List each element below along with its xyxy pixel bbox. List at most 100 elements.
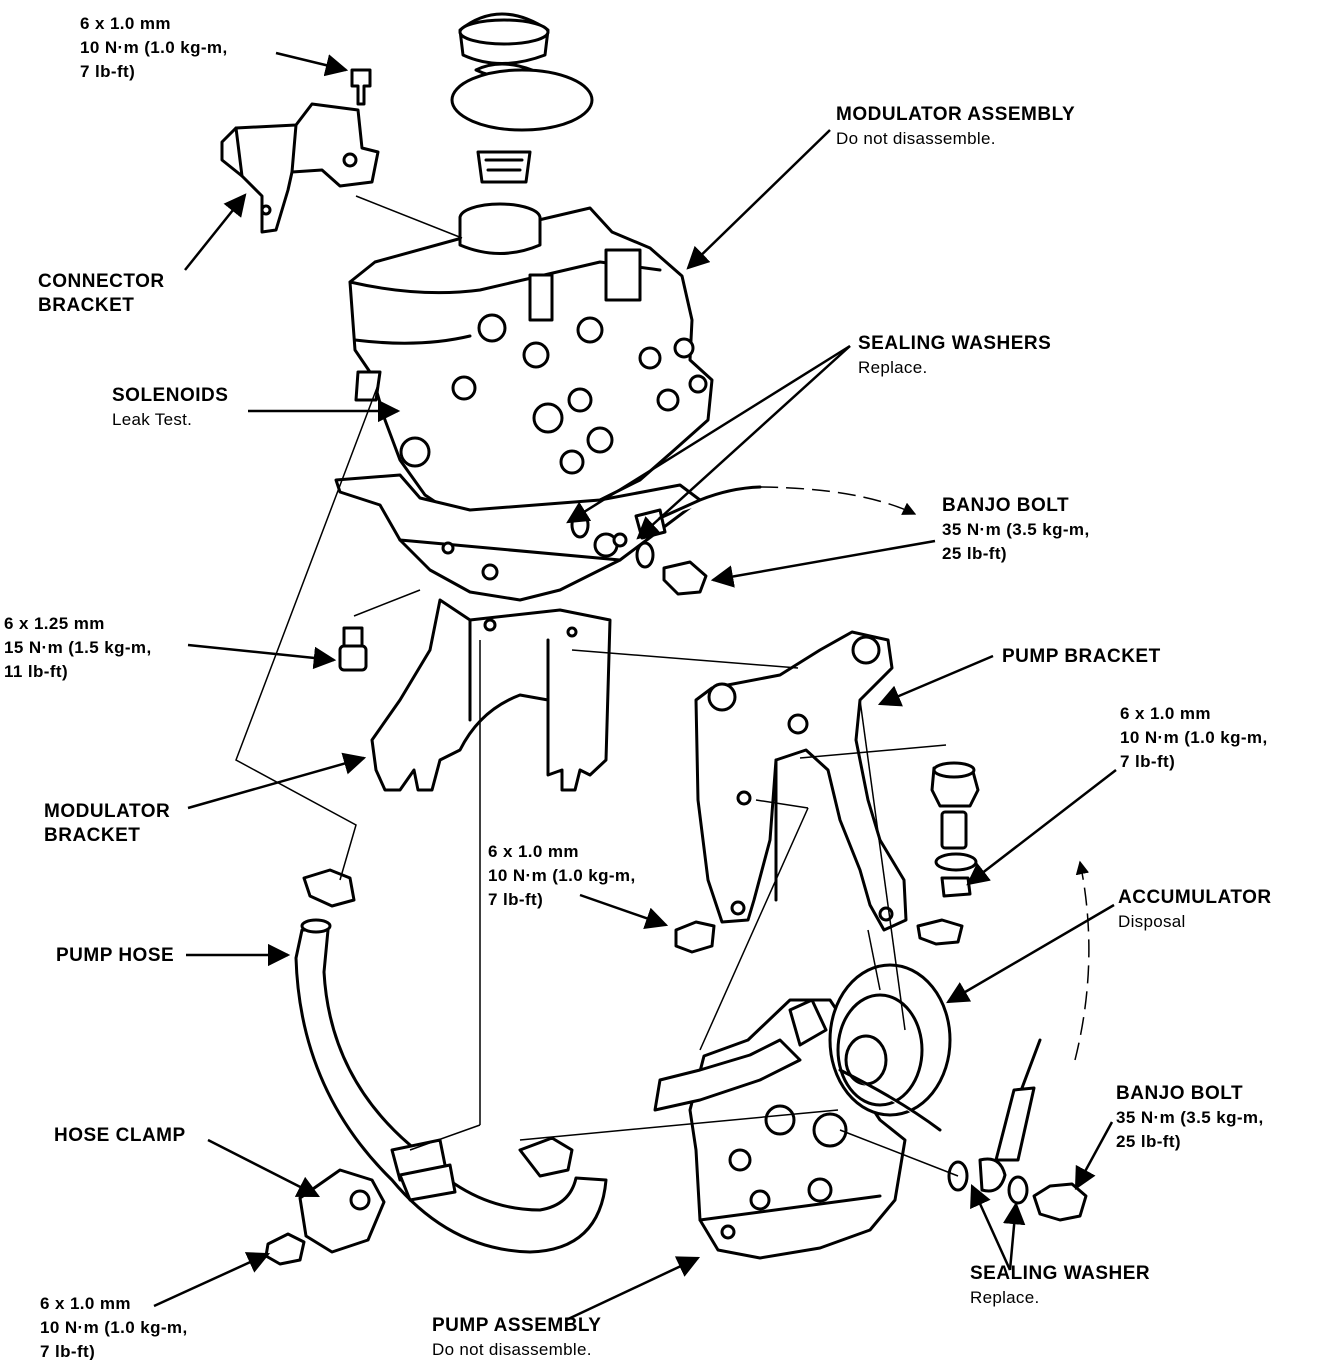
guide-line (755, 799, 809, 809)
callout-line: MODULATOR ASSEMBLY (836, 104, 1076, 125)
callout-line: MODULATOR (44, 801, 171, 822)
guide-line (699, 807, 809, 1051)
guide-line (355, 195, 463, 239)
reservoir-cap (450, 12, 594, 184)
callout-line: PUMP BRACKET (1002, 646, 1161, 667)
callout-line: 6 x 1.0 mm (1120, 704, 1211, 723)
pump-bracket (694, 630, 908, 932)
callout-sealing-washers: SEALING WASHERS Replace. (858, 332, 1051, 380)
callout-line: 6 x 1.25 mm (4, 614, 105, 633)
callout-line: SOLENOIDS (112, 385, 229, 406)
callout-line: 35 N·m (3.5 kg-m, (942, 520, 1090, 539)
modulator-assembly (334, 202, 714, 602)
callout-banjo-bolt-lower: BANJO BOLT 35 N·m (3.5 kg-m, 25 lb-ft) (1116, 1082, 1264, 1154)
guide-line (353, 589, 421, 617)
callout-pump-assembly: PUMP ASSEMBLY Do not disassemble. (432, 1314, 601, 1360)
guide-line (409, 1124, 481, 1151)
callout-solenoids: SOLENOIDS Leak Test. (112, 384, 228, 432)
callout-line: SEALING WASHER (970, 1263, 1151, 1284)
leader-arrow (579, 893, 669, 929)
leader-arrow (1002, 1201, 1026, 1271)
callout-line: SEALING WASHERS (858, 333, 1052, 354)
leader-arrow (710, 539, 936, 588)
hose-clamps (264, 1136, 574, 1266)
callout-line: Replace. (858, 358, 928, 377)
callout-connector-bracket: CONNECTOR BRACKET (38, 270, 165, 318)
leader-arrow (565, 1256, 701, 1322)
callout-line: 10 N·m (1.0 kg-m, (488, 866, 636, 885)
connector-bracket (220, 68, 380, 234)
leader-arrow (946, 903, 1115, 1004)
callout-line: Do not disassemble. (432, 1340, 592, 1359)
callout-accumulator: ACCUMULATOR Disposal (1118, 886, 1272, 934)
callout-line: 7 lb-ft) (40, 1342, 96, 1360)
leader-arrow (153, 1252, 271, 1308)
leader-arrow (686, 129, 831, 270)
leader-arrow (275, 51, 349, 77)
callout-line: 7 lb-ft) (80, 62, 136, 81)
callout-line: BANJO BOLT (1116, 1083, 1244, 1104)
callout-line: ACCUMULATOR (1118, 887, 1272, 908)
callout-line: 6 x 1.0 mm (80, 14, 171, 33)
callout-line: PUMP ASSEMBLY (432, 1315, 602, 1336)
pump-hose (294, 868, 608, 1254)
guide-line (799, 744, 947, 759)
callout-line: Disposal (1118, 912, 1186, 931)
leader-arrow (966, 769, 1117, 886)
callout-sealing-washer: SEALING WASHER Replace. (970, 1262, 1150, 1310)
callout-pump-bracket-bolt-spec: 6 x 1.0 mm 10 N·m (1.0 kg-m, 7 lb-ft) (1120, 702, 1268, 774)
callout-line: 10 N·m (1.0 kg-m, (1120, 728, 1268, 747)
leader-arrow (187, 643, 337, 670)
callout-line: 35 N·m (3.5 kg-m, (1116, 1108, 1264, 1127)
pump-bracket-hardware (916, 761, 980, 946)
callout-line: BRACKET (44, 825, 141, 846)
callout-line: 10 N·m (1.0 kg-m, (40, 1318, 188, 1337)
callout-line: 15 N·m (1.5 kg-m, (4, 638, 152, 657)
pump-assembly (653, 963, 952, 1260)
callout-line: 6 x 1.0 mm (40, 1294, 131, 1313)
callout-line: 7 lb-ft) (488, 890, 544, 909)
dashed-removal-path (759, 486, 917, 515)
callout-line: HOSE CLAMP (54, 1125, 186, 1146)
guide-line (859, 699, 906, 1031)
callout-line: 25 lb-ft) (942, 544, 1007, 563)
callout-line: BANJO BOLT (942, 495, 1070, 516)
callout-line: BRACKET (38, 295, 135, 316)
callout-line: 7 lb-ft) (1120, 752, 1176, 771)
callout-modulator-assembly: MODULATOR ASSEMBLY Do not disassemble. (836, 103, 1075, 151)
callout-modulator-bracket: MODULATOR BRACKET (44, 800, 170, 848)
callout-line: 10 N·m (1.0 kg-m, (80, 38, 228, 57)
leader-arrow (566, 344, 851, 524)
leader-arrow (207, 1138, 321, 1198)
middle-bolt (674, 920, 716, 954)
lower-banjo-fitting (947, 1038, 1088, 1222)
leader-arrow (184, 193, 247, 271)
leader-arrow (1074, 1121, 1114, 1190)
callout-pump-bracket: PUMP BRACKET (1002, 645, 1161, 669)
callout-line: 25 lb-ft) (1116, 1132, 1181, 1151)
guide-line (867, 929, 881, 991)
leader-arrow (877, 654, 994, 707)
callout-line: 11 lb-ft) (4, 662, 69, 681)
callout-bracket-bolt-spec: 6 x 1.25 mm 15 N·m (1.5 kg-m, 11 lb-ft) (4, 612, 152, 684)
modulator-bracket (370, 598, 612, 792)
guide-line (571, 649, 799, 669)
callout-middle-bolt-spec: 6 x 1.0 mm 10 N·m (1.0 kg-m, 7 lb-ft) (488, 840, 636, 912)
callout-line: Replace. (970, 1288, 1040, 1307)
callout-hose-clamp: HOSE CLAMP (54, 1124, 186, 1148)
leader-arrow (970, 1183, 1012, 1271)
callout-banjo-bolt-upper: BANJO BOLT 35 N·m (3.5 kg-m, 25 lb-ft) (942, 494, 1090, 566)
callout-line: CONNECTOR (38, 271, 165, 292)
leader-arrow (187, 752, 367, 810)
leader-arrow (636, 345, 851, 540)
bracket-bolt (338, 626, 368, 672)
guide-line (839, 1129, 959, 1177)
callout-top-bolt-spec: 6 x 1.0 mm 10 N·m (1.0 kg-m, 7 lb-ft) (80, 12, 228, 84)
callout-line: Do not disassemble. (836, 129, 996, 148)
callout-line: PUMP HOSE (56, 945, 175, 966)
dashed-removal-path (1074, 860, 1090, 1061)
callout-line: 6 x 1.0 mm (488, 842, 579, 861)
guide-line (519, 1109, 839, 1141)
